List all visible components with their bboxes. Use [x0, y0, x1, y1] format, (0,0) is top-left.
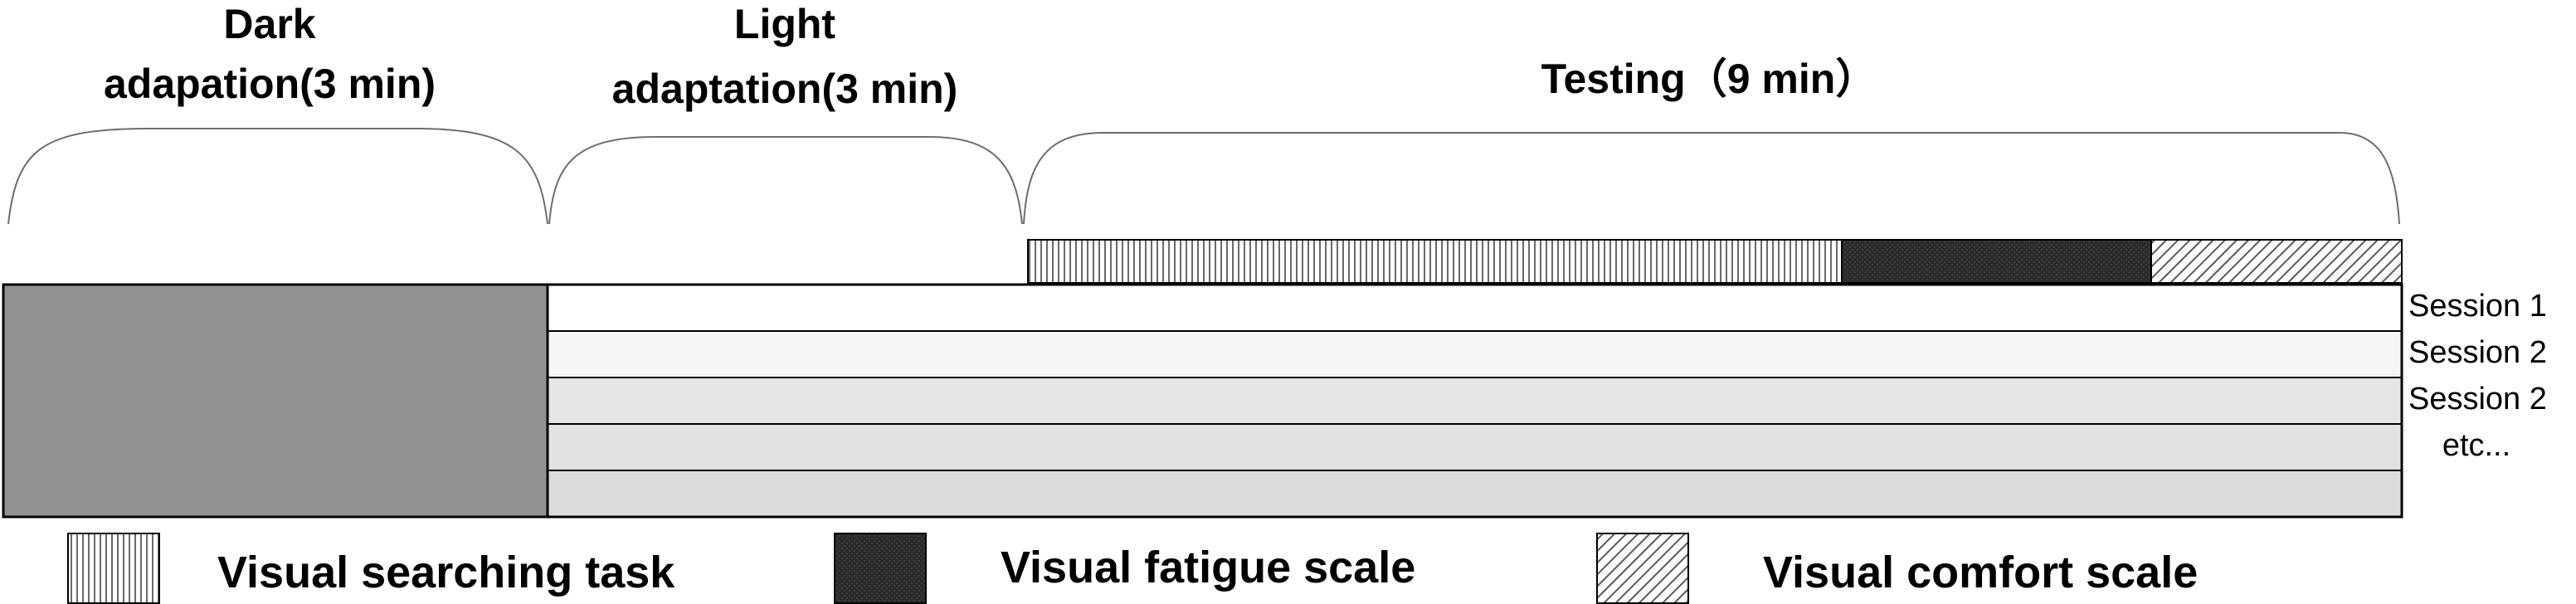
legend-label-visual-comfort: Visual comfort scale — [1763, 548, 2198, 597]
phase-light-title-line1: Light — [734, 1, 836, 47]
session-label-etc: etc... — [2442, 428, 2510, 463]
session-row — [547, 423, 2403, 471]
testing-visual-searching-segment — [1027, 239, 1843, 284]
legend-swatch-visual-fatigue — [834, 533, 927, 604]
dark-adaptation-block — [2, 283, 549, 519]
session-label-2: Session 2 — [2408, 335, 2547, 370]
phase-testing-title: Testing（9 min） — [1541, 56, 1877, 102]
timeline-outline — [2, 283, 2403, 519]
session-label-1: Session 1 — [2408, 289, 2547, 324]
session-row — [547, 284, 2403, 332]
session-row — [547, 330, 2403, 378]
session-label-3: Session 2 — [2408, 382, 2547, 416]
phase-light-title-line2: adaptation(3 min) — [612, 66, 958, 112]
phase-dark-arc — [7, 128, 548, 225]
phase-dark-title-line1: Dark — [223, 1, 315, 47]
session-row — [547, 470, 2403, 518]
legend-swatch-visual-comfort — [1596, 533, 1689, 604]
legend-label-visual-searching: Visual searching task — [217, 548, 675, 597]
phase-light-arc — [548, 136, 1023, 225]
session-row — [547, 377, 2403, 425]
phase-dark-title-line2: adapation(3 min) — [104, 61, 436, 107]
phase-testing-arc — [1023, 132, 2400, 225]
legend-swatch-visual-searching — [67, 533, 160, 604]
testing-visual-fatigue-segment — [1841, 239, 2152, 284]
testing-visual-comfort-segment — [2150, 239, 2403, 284]
legend-label-visual-fatigue: Visual fatigue scale — [1001, 543, 1415, 592]
